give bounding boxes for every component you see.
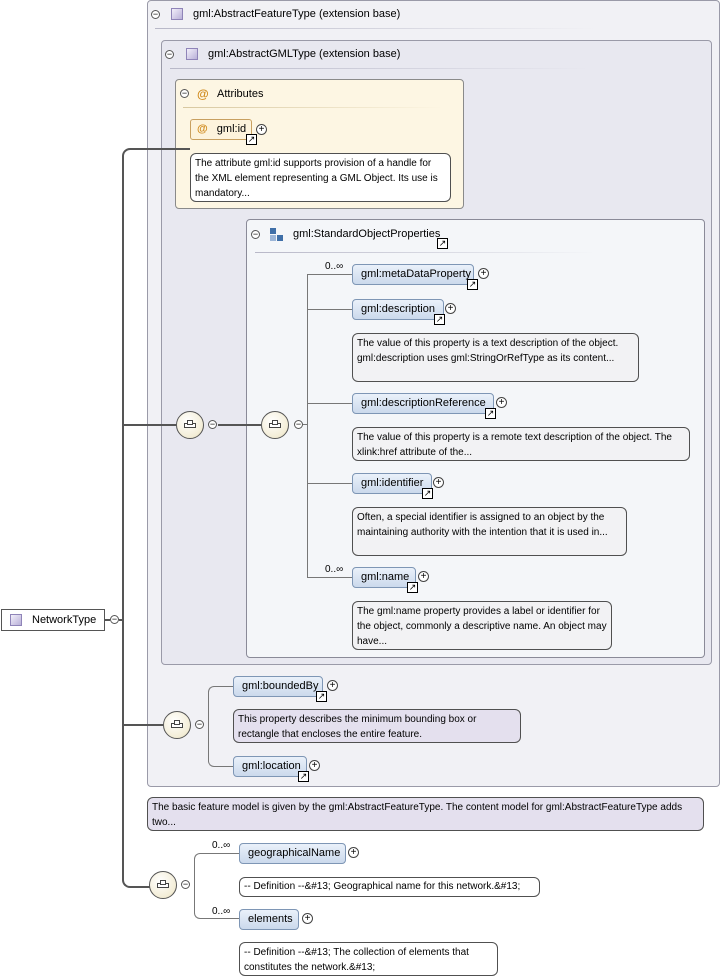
reference-arrow-icon[interactable]: ↗ <box>485 408 496 419</box>
expand-plus-icon[interactable]: + <box>327 680 338 691</box>
group-icon <box>270 228 283 241</box>
complex-type-icon <box>10 614 22 626</box>
complex-type-icon <box>171 8 183 20</box>
location-element[interactable]: gml:location <box>233 756 307 777</box>
geographicalname-note: -- Definition --&#13; Geographical name … <box>239 877 540 897</box>
attribute-icon: @ <box>197 123 208 135</box>
elements-note: -- Definition --&#13; The collection of … <box>239 942 498 976</box>
expand-plus-icon[interactable]: + <box>445 303 456 314</box>
connector-line <box>218 424 261 426</box>
connector-line <box>123 424 176 426</box>
abstract-feature-title: gml:AbstractFeatureType (extension base) <box>193 8 401 20</box>
expand-plus-icon[interactable]: + <box>309 760 320 771</box>
sequence-compositor-icon <box>149 871 177 899</box>
connector-line <box>119 619 123 621</box>
cardinality-label: 0..∞ <box>212 840 231 851</box>
expand-plus-icon[interactable]: + <box>433 477 444 488</box>
complex-type-icon <box>186 48 198 60</box>
geographicalname-element[interactable]: geographicalName <box>239 843 346 864</box>
description-element[interactable]: gml:description <box>352 299 444 320</box>
attribute-icon: @ <box>197 87 209 101</box>
cardinality-label: 0..∞ <box>325 261 344 272</box>
reference-arrow-icon[interactable]: ↗ <box>316 691 327 702</box>
descriptionreference-note: The value of this property is a remote t… <box>352 427 690 461</box>
connector-line <box>123 724 163 726</box>
title-underline <box>155 28 595 29</box>
connector-line <box>152 148 190 150</box>
collapse-toggle[interactable]: − <box>251 229 260 239</box>
standard-properties-title: gml:StandardObjectProperties <box>293 228 441 240</box>
connector-line <box>307 274 353 275</box>
gml-id-attribute[interactable]: @ gml:id <box>190 119 252 140</box>
connector-line <box>307 309 353 310</box>
reference-arrow-icon[interactable]: ↗ <box>246 134 257 145</box>
title-underline <box>183 107 443 108</box>
reference-arrow-icon[interactable]: ↗ <box>434 314 445 325</box>
title-underline <box>170 68 590 69</box>
networktype-label: NetworkType <box>32 614 97 626</box>
expand-plus-icon[interactable]: + <box>302 913 313 924</box>
collapse-toggle[interactable]: − <box>181 879 190 889</box>
sequence-compositor-icon <box>261 411 289 439</box>
connector-line <box>122 148 152 888</box>
expand-plus-icon[interactable]: + <box>478 268 489 279</box>
attribute-label: gml:id <box>216 123 247 135</box>
elements-element[interactable]: elements <box>239 909 299 930</box>
collapse-toggle[interactable]: − <box>208 419 217 429</box>
reference-arrow-icon[interactable]: ↗ <box>407 582 418 593</box>
connector-line <box>307 577 353 578</box>
collapse-toggle[interactable]: − <box>180 88 189 98</box>
cardinality-label: 0..∞ <box>325 564 344 575</box>
boundedby-note: This property describes the minimum boun… <box>233 709 521 743</box>
connector-line <box>307 274 308 578</box>
connector-line <box>194 853 240 919</box>
expand-plus-icon[interactable]: + <box>348 847 359 858</box>
cardinality-label: 0..∞ <box>212 906 231 917</box>
boundedby-element[interactable]: gml:boundedBy <box>233 676 323 697</box>
identifier-element[interactable]: gml:identifier <box>352 473 432 494</box>
expand-plus-icon[interactable]: + <box>418 571 429 582</box>
expand-plus-icon[interactable]: + <box>256 124 267 135</box>
reference-arrow-icon[interactable]: ↗ <box>298 771 309 782</box>
sequence-compositor-icon <box>163 711 191 739</box>
reference-arrow-icon[interactable]: ↗ <box>467 279 478 290</box>
collapse-toggle[interactable]: − <box>195 719 204 729</box>
collapse-toggle[interactable]: − <box>151 9 160 19</box>
connector-line <box>208 686 234 767</box>
metadataproperty-element[interactable]: gml:metaDataProperty <box>352 264 474 285</box>
connector-line <box>303 424 307 425</box>
abstract-feature-note: The basic feature model is given by the … <box>147 797 704 831</box>
title-underline <box>255 252 595 253</box>
collapse-toggle[interactable]: − <box>294 419 303 429</box>
abstract-gml-title: gml:AbstractGMLType (extension base) <box>208 48 401 60</box>
connector-line <box>307 483 353 484</box>
connector-line <box>307 403 353 404</box>
descriptionreference-element[interactable]: gml:descriptionReference <box>352 393 494 414</box>
connector-line <box>105 619 110 621</box>
identifier-note: Often, a special identifier is assigned … <box>352 507 627 556</box>
reference-arrow-icon[interactable]: ↗ <box>437 238 448 249</box>
name-element[interactable]: gml:name <box>352 567 416 588</box>
sequence-compositor-icon <box>176 411 204 439</box>
collapse-toggle[interactable]: − <box>110 614 119 624</box>
gml-id-note: The attribute gml:id supports provision … <box>190 153 451 202</box>
description-note: The value of this property is a text des… <box>352 333 639 382</box>
reference-arrow-icon[interactable]: ↗ <box>422 488 433 499</box>
networktype-node[interactable]: NetworkType <box>1 609 105 631</box>
name-note: The gml:name property provides a label o… <box>352 601 612 650</box>
expand-plus-icon[interactable]: + <box>496 397 507 408</box>
collapse-toggle[interactable]: − <box>165 49 174 59</box>
attributes-title: Attributes <box>217 88 264 100</box>
